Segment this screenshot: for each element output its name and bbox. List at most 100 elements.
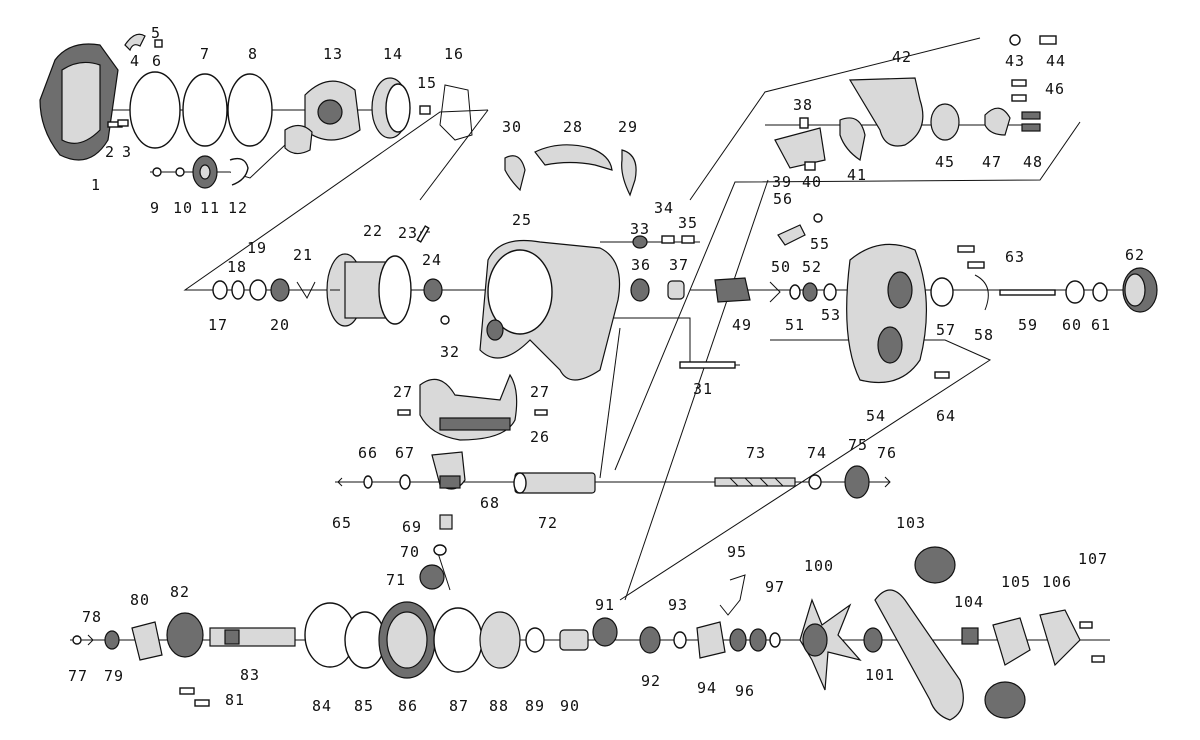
label-84: 84: [312, 697, 332, 715]
label-34: 34: [654, 199, 674, 217]
label-57: 57: [936, 321, 956, 339]
part-91-bearing: [592, 617, 618, 647]
label-27b: 27: [530, 383, 550, 401]
label-87: 87: [449, 697, 469, 715]
label-81: 81: [225, 691, 245, 709]
part-71: [419, 564, 445, 590]
part-27-screw: [534, 409, 548, 416]
label-83: 83: [240, 666, 260, 684]
part-10: [175, 167, 185, 177]
label-75: 75: [848, 436, 868, 454]
label-63: 63: [1005, 248, 1025, 266]
part-58-spring: [974, 274, 989, 311]
part-29: [621, 149, 637, 197]
part-35: [681, 235, 695, 244]
label-67: 67: [395, 444, 415, 462]
label-40: 40: [802, 173, 822, 191]
label-86: 86: [398, 697, 418, 715]
label-74: 74: [807, 444, 827, 462]
part-31-rod: [679, 361, 736, 369]
label-73: 73: [746, 444, 766, 462]
part-101: [863, 627, 883, 653]
part-23-pin: [416, 225, 430, 243]
label-48: 48: [1023, 153, 1043, 171]
label-11: 11: [200, 199, 220, 217]
label-15: 15: [417, 74, 437, 92]
label-12: 12: [228, 199, 248, 217]
part-57-ring: [930, 277, 954, 307]
label-104: 104: [954, 593, 984, 611]
part-13-brake: [284, 80, 361, 155]
part-80-plate: [131, 621, 163, 661]
label-21: 21: [293, 246, 313, 264]
part-52: [802, 282, 818, 302]
label-78: 78: [82, 608, 102, 626]
label-106: 106: [1042, 573, 1072, 591]
part-86-main-gear: [378, 601, 436, 679]
label-28: 28: [563, 118, 583, 136]
part-19: [249, 279, 267, 301]
part-82-gear: [166, 612, 204, 658]
part-18: [231, 280, 245, 300]
label-89: 89: [525, 697, 545, 715]
label-82: 82: [170, 583, 190, 601]
label-54: 54: [866, 407, 886, 425]
label-45: 45: [935, 153, 955, 171]
part-37: [667, 280, 685, 300]
part-76: [884, 476, 891, 488]
label-35: 35: [678, 214, 698, 232]
label-71: 71: [386, 571, 406, 589]
part-65: [337, 477, 343, 487]
label-25: 25: [512, 211, 532, 229]
part-5-screw: [154, 39, 163, 48]
part-38: [799, 117, 809, 129]
label-105: 105: [1001, 573, 1031, 591]
part-8-ring: [227, 73, 273, 147]
part-96: [749, 628, 767, 652]
label-92: 92: [641, 672, 661, 690]
label-14: 14: [383, 45, 403, 63]
part-96: [729, 628, 747, 652]
part-94: [696, 621, 726, 659]
label-29: 29: [618, 118, 638, 136]
label-43: 43: [1005, 52, 1025, 70]
part-55: [813, 213, 823, 223]
label-38: 38: [793, 96, 813, 114]
label-18: 18: [227, 258, 247, 276]
part-74: [808, 474, 822, 490]
part-104: [961, 627, 979, 645]
part-67: [399, 474, 411, 490]
part-69: [439, 514, 453, 530]
part-60: [1065, 280, 1085, 304]
label-69: 69: [402, 518, 422, 536]
label-3: 3: [122, 143, 132, 161]
label-95: 95: [727, 543, 747, 561]
label-70: 70: [400, 543, 420, 561]
part-70: [433, 544, 447, 556]
label-6: 6: [152, 52, 162, 70]
part-46-screw: [1011, 94, 1027, 102]
part-81-screw: [179, 687, 195, 695]
part-48-spring: [1021, 123, 1041, 132]
label-56: 56: [773, 190, 793, 208]
label-26: 26: [530, 428, 550, 446]
part-93: [673, 631, 687, 649]
label-80: 80: [130, 591, 150, 609]
label-72: 72: [538, 514, 558, 532]
part-88: [479, 611, 521, 669]
label-24: 24: [422, 251, 442, 269]
part-15-screw: [419, 105, 431, 115]
label-49: 49: [732, 316, 752, 334]
label-88: 88: [489, 697, 509, 715]
label-55: 55: [810, 235, 830, 253]
part-51: [789, 284, 801, 300]
part-41: [839, 117, 866, 161]
label-52: 52: [802, 258, 822, 276]
label-31: 31: [693, 380, 713, 398]
part-39-plate: [774, 127, 826, 169]
part-25-frame: [479, 239, 621, 381]
part-64-screw: [934, 371, 950, 379]
label-97: 97: [765, 578, 785, 596]
part-28: [534, 144, 613, 171]
